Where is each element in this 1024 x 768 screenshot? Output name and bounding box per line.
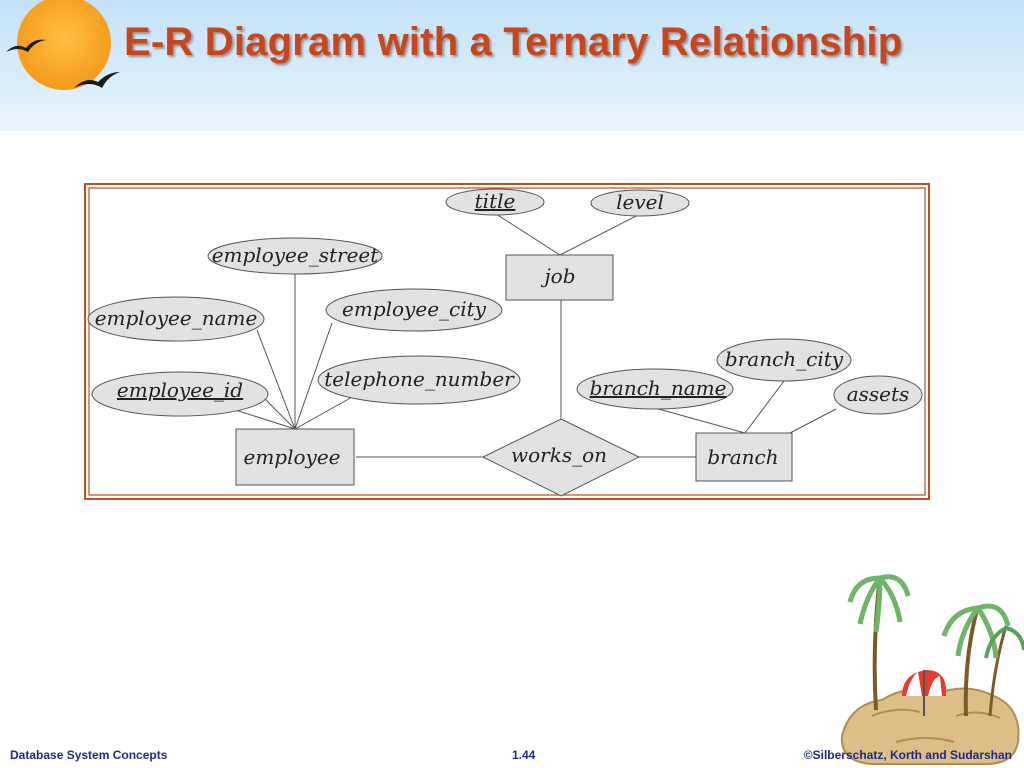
attr-assets: assets [833,375,923,415]
attr-employee-city: employee_city [325,288,503,332]
attr-employee-name: employee_name [87,296,265,342]
entity-job-label: job [540,264,575,288]
attr-title-label: title [475,189,516,213]
entity-branch-label: branch [707,445,778,469]
footer-slide-number: 1.44 [512,748,536,762]
palm-island-icon [840,574,1024,765]
er-diagram-canvas: title level employee_street employee_cit… [84,183,930,500]
attr-employee-street: employee_street [207,237,383,275]
er-diagram: title level employee_street employee_cit… [84,183,930,500]
attr-level: level [590,189,690,217]
attr-employee-city-label: employee_city [342,297,487,321]
footer-course-title: Database System Concepts [10,748,168,762]
sun-logo-icon [6,0,120,90]
attr-branch-name-label: branch_name [590,376,727,400]
attr-telephone-number: telephone_number [317,355,521,405]
header-band [0,0,1024,131]
entity-branch: branch [695,432,793,482]
attr-title: title [445,188,545,216]
entity-employee-label: employee [243,445,340,469]
entity-job: job [505,254,614,301]
entity-employee: employee [235,428,355,486]
slide-title: E-R Diagram with a Ternary Relationship [124,20,903,64]
attr-level-label: level [616,190,664,214]
attr-assets-label: assets [847,382,910,406]
relationship-works-on: works_on [481,418,641,497]
footer-copyright: ©Silberschatz, Korth and Sudarshan [803,748,1012,762]
attr-employee-id-label: employee_id [117,378,243,402]
attr-employee-name-label: employee_name [95,306,258,330]
connector-lines [228,213,837,458]
relationship-works-on-label: works_on [511,443,607,467]
attr-telephone-number-label: telephone_number [324,367,515,391]
attr-employee-id: employee_id [91,371,269,417]
attr-branch-city-label: branch_city [725,347,844,371]
attr-branch-city: branch_city [716,338,852,382]
attr-employee-street-label: employee_street [212,243,380,267]
attr-branch-name: branch_name [576,368,734,410]
